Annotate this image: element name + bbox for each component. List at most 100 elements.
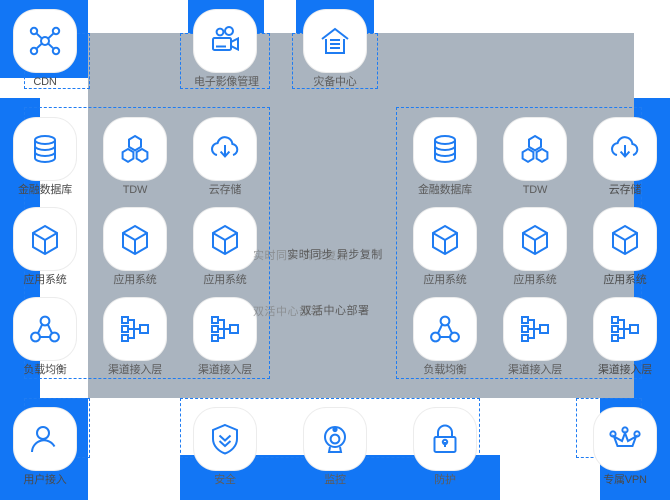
node-right-cloud-storage[interactable]: 云存储	[594, 118, 656, 197]
node-tile[interactable]	[194, 298, 256, 360]
node-left-app-system-3[interactable]: 应用系统	[194, 208, 256, 287]
node-tile[interactable]	[594, 118, 656, 180]
cube-icon	[428, 222, 462, 256]
node-label: 专属VPN	[603, 474, 647, 486]
cube-icon	[518, 222, 552, 256]
node-tile[interactable]	[304, 10, 366, 72]
node-tile[interactable]	[14, 208, 76, 270]
node-label: TDW	[522, 184, 548, 196]
node-tile[interactable]	[104, 298, 166, 360]
user-icon	[28, 422, 62, 456]
node-label: 金融数据库	[418, 184, 472, 196]
node-label: 金融数据库	[18, 184, 72, 196]
database-icon	[428, 132, 462, 166]
node-cdn[interactable]: CDN	[14, 10, 76, 89]
center-annotation-deployment-text: 双活中心部署	[300, 305, 370, 317]
node-tile[interactable]	[194, 10, 256, 72]
node-tile[interactable]	[14, 408, 76, 470]
node-label: 应用系统	[113, 274, 157, 286]
camera-monitor-icon	[318, 422, 352, 456]
node-label: 渠道接入层	[108, 364, 162, 376]
node-tile[interactable]	[504, 118, 566, 180]
node-tile[interactable]	[194, 408, 256, 470]
node-label: 应用系统	[513, 274, 557, 286]
node-label: 应用系统	[23, 274, 67, 286]
node-security[interactable]: 安全	[194, 408, 256, 487]
node-label: 应用系统	[203, 274, 247, 286]
node-right-load-balancer[interactable]: 负载均衡	[414, 298, 476, 377]
tree-topology-icon	[518, 312, 552, 346]
cube-icon	[28, 222, 62, 256]
node-right-app-system-1[interactable]: 应用系统	[414, 208, 476, 287]
node-left-app-system-1[interactable]: 应用系统	[14, 208, 76, 287]
cloud-download-icon	[208, 132, 242, 166]
node-tile[interactable]	[194, 208, 256, 270]
hexagon-cluster-icon	[518, 132, 552, 166]
node-tile[interactable]	[194, 118, 256, 180]
cube-icon	[208, 222, 242, 256]
node-tile[interactable]	[504, 298, 566, 360]
plate-notch-bottom-right	[500, 455, 600, 500]
node-protection[interactable]: 防护	[414, 408, 476, 487]
node-right-app-system-3[interactable]: 应用系统	[594, 208, 656, 287]
node-tile[interactable]	[594, 208, 656, 270]
center-annotation-sync-text: 实时同步 异步复制	[287, 249, 383, 261]
node-left-load-balancer[interactable]: 负载均衡	[14, 298, 76, 377]
node-label: TDW	[122, 184, 148, 196]
node-monitoring[interactable]: 监控	[304, 408, 366, 487]
node-tile[interactable]	[414, 118, 476, 180]
node-left-channel-access-2[interactable]: 渠道接入层	[194, 298, 256, 377]
node-tile[interactable]	[414, 208, 476, 270]
center-annotation-deployment-ghost: 双活中心部署	[253, 306, 322, 318]
node-tile[interactable]	[594, 298, 656, 360]
node-tile[interactable]	[594, 408, 656, 470]
lock-icon	[428, 422, 462, 456]
node-tile[interactable]	[414, 408, 476, 470]
node-tile[interactable]	[14, 118, 76, 180]
load-balance-icon	[428, 312, 462, 346]
node-electronic-imaging[interactable]: 电子影像管理	[194, 10, 259, 89]
node-left-app-system-2[interactable]: 应用系统	[104, 208, 166, 287]
node-label: 监控	[324, 474, 346, 486]
node-left-tdw[interactable]: TDW	[104, 118, 166, 197]
load-balance-icon	[28, 312, 62, 346]
node-tile[interactable]	[14, 298, 76, 360]
node-tile[interactable]	[14, 10, 76, 72]
shield-icon	[208, 422, 242, 456]
node-tile[interactable]	[304, 408, 366, 470]
node-left-financial-database[interactable]: 金融数据库	[14, 118, 76, 197]
node-right-app-system-2[interactable]: 应用系统	[504, 208, 566, 287]
node-dedicated-vpn[interactable]: 专属VPN	[594, 408, 656, 487]
node-label: 应用系统	[603, 274, 647, 286]
node-right-channel-access-1[interactable]: 渠道接入层	[504, 298, 566, 377]
node-label: 渠道接入层	[598, 364, 652, 376]
node-right-financial-database[interactable]: 金融数据库	[414, 118, 476, 197]
node-left-channel-access-1[interactable]: 渠道接入层	[104, 298, 166, 377]
node-tile[interactable]	[504, 208, 566, 270]
node-left-cloud-storage[interactable]: 云存储	[194, 118, 256, 197]
node-user-access[interactable]: 用户接入	[14, 408, 76, 487]
node-label: 负载均衡	[423, 364, 467, 376]
node-label: 电子影像管理	[194, 76, 259, 88]
warehouse-icon	[317, 23, 353, 59]
tree-topology-icon	[608, 312, 642, 346]
hexagon-cluster-icon	[118, 132, 152, 166]
video-camera-icon	[207, 23, 243, 59]
node-right-tdw[interactable]: TDW	[504, 118, 566, 197]
node-tile[interactable]	[414, 298, 476, 360]
center-annotation-sync: 实时同步 异步复制 实时同步 异步复制	[253, 248, 415, 262]
node-disaster-recovery-center[interactable]: 灾备中心	[304, 10, 366, 89]
node-label: 渠道接入层	[198, 364, 252, 376]
cdn-network-icon	[27, 23, 63, 59]
node-tile[interactable]	[104, 208, 166, 270]
node-label: 防护	[434, 474, 456, 486]
node-label: 用户接入	[23, 474, 67, 486]
node-label: CDN	[33, 76, 57, 88]
cloud-download-icon	[608, 132, 642, 166]
center-annotation-sync-ghost: 实时同步 异步复制	[253, 250, 349, 262]
cube-icon	[608, 222, 642, 256]
node-tile[interactable]	[104, 118, 166, 180]
node-right-channel-access-2[interactable]: 渠道接入层	[594, 298, 656, 377]
plate-notch-bottom-center	[88, 455, 180, 500]
crown-icon	[608, 422, 642, 456]
